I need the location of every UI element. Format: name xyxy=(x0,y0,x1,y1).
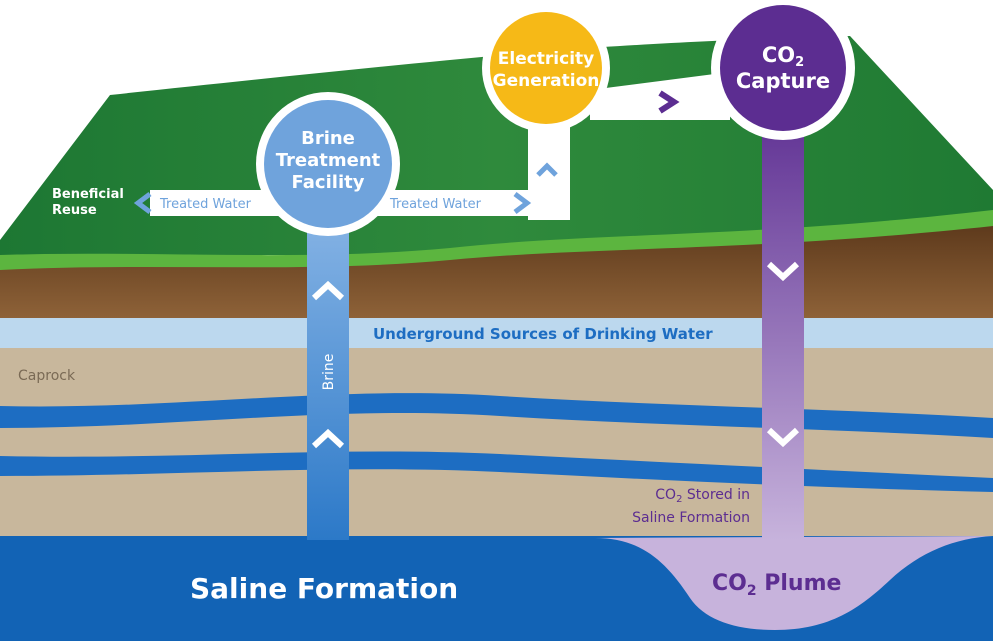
chevron-right-icon xyxy=(513,192,532,214)
aquifer-band-upper xyxy=(0,393,993,438)
land-edge-band xyxy=(0,210,993,272)
caprock-layer xyxy=(0,348,993,548)
co2-capture-label-line2: Capture xyxy=(736,69,830,93)
brine-label-line3: Facility xyxy=(292,172,365,193)
usdw-layer xyxy=(0,318,993,348)
aquifer-band-lower xyxy=(0,451,993,492)
electricity-label-line1: Electricity xyxy=(498,49,595,69)
chevron-down-icon xyxy=(766,261,800,282)
co2-stored-label-line2: Saline Formation xyxy=(632,510,750,526)
co2-injection-pipe xyxy=(762,95,804,540)
electricity-label-line2: Generation xyxy=(493,71,600,91)
chevron-left-icon xyxy=(133,192,152,214)
co2-plume-label: CO2 Plume xyxy=(712,571,841,599)
beneficial-reuse-line1: Beneficial xyxy=(52,187,124,202)
saline-formation-label: Saline Formation xyxy=(190,572,458,605)
treated-water-left-label: Treated Water xyxy=(159,197,252,212)
usdw-label: Underground Sources of Drinking Water xyxy=(373,325,713,343)
chevron-down-icon xyxy=(766,427,800,448)
chevron-right-icon xyxy=(658,90,680,114)
co2-stored-label-line1: CO2 Stored in xyxy=(655,487,750,505)
chevron-up-icon xyxy=(311,280,345,301)
treated-water-pipe xyxy=(150,148,566,216)
caprock-label: Caprock xyxy=(18,368,76,384)
co2-capture-label-line1: CO2 xyxy=(762,43,804,70)
treated-water-right-label: Treated Water xyxy=(389,197,482,212)
chevron-up-icon xyxy=(536,162,558,177)
chevron-up-icon xyxy=(311,428,345,449)
co2-plume xyxy=(595,536,993,630)
brine-label-line1: Brine xyxy=(301,128,355,149)
brine-pipe xyxy=(307,200,349,540)
beneficial-reuse-line2: Reuse xyxy=(52,203,97,218)
brine-pipe-label: Brine xyxy=(321,354,337,391)
soil-layer xyxy=(0,226,993,318)
brine-label-line2: Treatment xyxy=(276,150,381,171)
